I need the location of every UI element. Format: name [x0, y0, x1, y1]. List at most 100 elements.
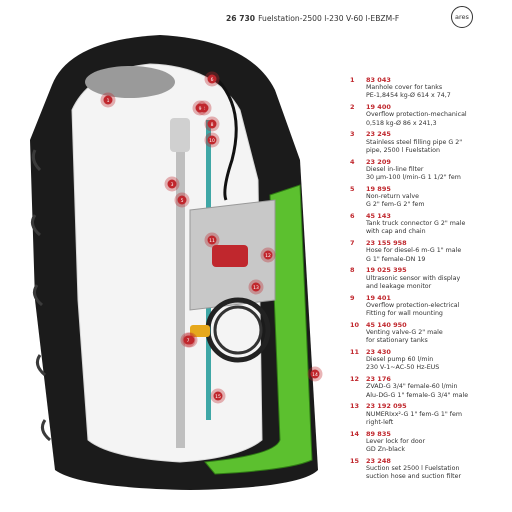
- legend-description: Tank truck connector G 2" male: [366, 220, 466, 228]
- legend-number: 8: [350, 266, 355, 275]
- callout-number: 11: [209, 238, 215, 244]
- callout-dot: [207, 235, 217, 245]
- callout-marker: 5: [174, 192, 190, 208]
- callout-marker: 7: [180, 332, 196, 348]
- callout-number: 10: [209, 138, 215, 144]
- legend-article-code: 19 025 395: [366, 266, 407, 275]
- legend-article-code: 23 245: [366, 130, 391, 139]
- callout-dot: [103, 95, 113, 105]
- callout-dot: [251, 282, 261, 292]
- filling-pipe-top: [170, 118, 190, 152]
- legend-description: Diesel in-line filter: [366, 165, 424, 173]
- product-code: 26 730: [226, 14, 256, 23]
- callout-markers: 123456789101112131415: [100, 71, 323, 404]
- callout-marker: 12: [260, 247, 276, 263]
- legend-number: 2: [350, 103, 355, 112]
- legend-number: 4: [350, 157, 355, 166]
- legend-description: Overflow protection-mechanical: [366, 111, 467, 119]
- legend-article-code: 45 143: [366, 212, 391, 221]
- callout-number: 9: [199, 106, 202, 112]
- legend-number: 10: [350, 320, 360, 329]
- callout-number: 1: [107, 98, 110, 104]
- callout-marker: 8: [204, 116, 220, 132]
- callout-marker: 9: [192, 100, 208, 116]
- legend-number: 5: [350, 184, 355, 193]
- legend-description: G 1" female-DN 19: [366, 255, 426, 263]
- callout-number: 3: [171, 182, 174, 188]
- callout-dot: [177, 195, 187, 205]
- legend-description: Alu-DG-G 1" female-G 3/4" male: [366, 391, 469, 399]
- callout-dot: [207, 135, 217, 145]
- callout-marker: 14: [307, 366, 323, 382]
- legend-article-code: 23 248: [366, 456, 391, 465]
- legend-description: GD Zn-black: [366, 446, 406, 454]
- callout-marker: 15: [210, 388, 226, 404]
- callout-marker: 10: [204, 132, 220, 148]
- legend-description: pipe, 2500 l Fuelstation: [366, 146, 440, 154]
- callout-number: 15: [215, 394, 221, 400]
- legend-description: 230 V-1~AC-50 Hz-EUS: [366, 364, 440, 372]
- legend-description: Suction set 2500 l Fuelstation: [366, 465, 460, 473]
- callout-dot: [263, 250, 273, 260]
- legend-description: G 2" fem-G 2" fem: [366, 201, 425, 209]
- legend-description: Lever lock for door: [366, 437, 426, 445]
- callout-dot: [310, 369, 320, 379]
- fuelstation-cutaway-illustration: 123456789101112131415: [30, 35, 323, 490]
- callout-marker: 6: [204, 71, 220, 87]
- legend-description: suction hose and suction filter: [366, 473, 462, 481]
- legend-number: 3: [350, 130, 355, 139]
- legend-description: right-left: [366, 418, 394, 426]
- legend-number: 6: [350, 212, 355, 221]
- legend-number: 13: [350, 402, 360, 411]
- callout-number: 13: [253, 285, 259, 291]
- legend-description: Diesel pump 60 l/min: [366, 356, 434, 364]
- callout-number: 12: [265, 253, 271, 259]
- legend-description: Overflow protection-electrical: [366, 301, 460, 309]
- legend-description: 30 µm-100 l/min-G 1 1/2" fem: [366, 174, 461, 182]
- legend-article-code: 83 043: [366, 76, 391, 84]
- callout-dot: [207, 74, 217, 84]
- callout-marker: 3: [164, 176, 180, 192]
- callout-marker: 11: [204, 232, 220, 248]
- legend-description: Non-return valve: [366, 193, 420, 201]
- legend-number: 12: [350, 375, 360, 384]
- legend-article-code: 23 176: [366, 375, 391, 384]
- callout-marker: 1: [100, 92, 116, 108]
- legend-description: Hose for diesel-6 m-G 1" male: [366, 247, 462, 255]
- callout-number: 7: [187, 338, 190, 344]
- tank-ribs: [30, 149, 51, 442]
- product-name: Fuelstation-2500 l-230 V-60 l-EBZM-F: [258, 14, 400, 23]
- callout-number: 14: [312, 372, 318, 378]
- nozzle: [190, 325, 210, 337]
- diesel-pump: [212, 245, 248, 267]
- legend-number: 11: [350, 348, 360, 357]
- green-door-panel: [204, 184, 313, 475]
- legend-number: 1: [350, 76, 355, 84]
- legend-article-code: 23 192 095: [366, 402, 407, 411]
- legend-article-code: 19 400: [366, 103, 391, 112]
- sensor-cable: [216, 78, 238, 201]
- legend-article-code: 19 895: [366, 184, 391, 193]
- logo-text: ares: [455, 13, 469, 21]
- legend-article-code: 45 140 950: [366, 320, 407, 329]
- legend-article-code: 19 401: [366, 293, 391, 302]
- legend-description: PE-1,8454 kg-Ø 614 x 74,7: [366, 92, 451, 100]
- legend-description: 0,518 kg-Ø 86 x 241,3: [366, 119, 437, 127]
- filling-pipe: [176, 118, 185, 448]
